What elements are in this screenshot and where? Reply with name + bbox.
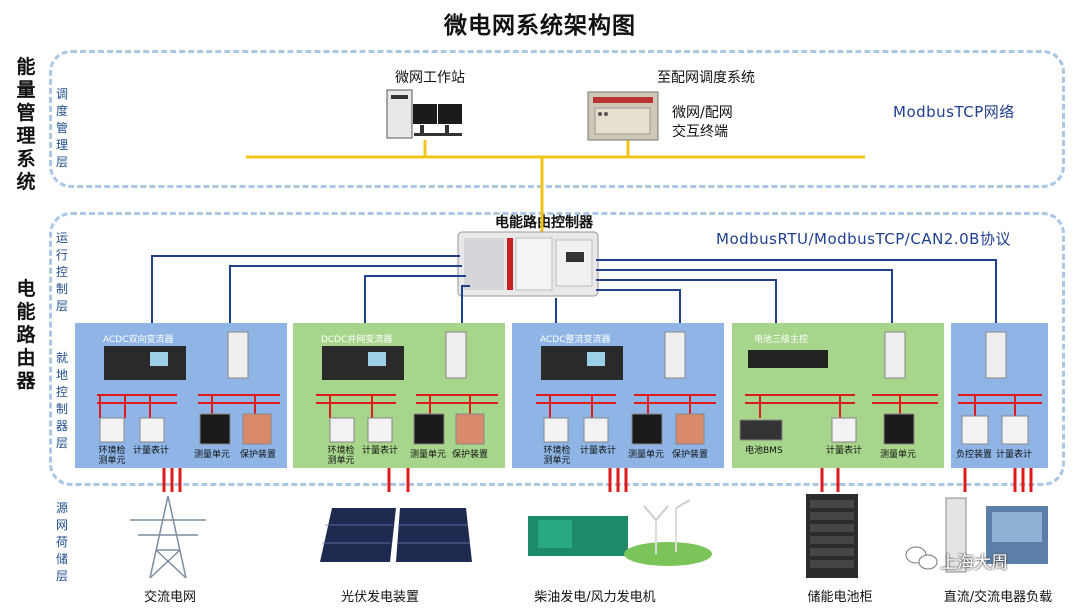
panel-1-device-measure: 测量单元 [194,450,231,460]
source-label-battery: 储能电池柜 [807,590,873,605]
red-bus-bars [97,394,1042,418]
diagram-title: 微电网系统架构图 [444,13,636,39]
wechat-icon [905,546,938,570]
controller-label: 电能路由控制器 [495,215,593,231]
workstation-icon [386,89,462,139]
feeder-lines [162,468,1033,492]
panel-2-device-measure: 测量单元 [410,450,447,460]
panel-4-title: 电池三级主控 [754,335,809,345]
panel-hardware [104,331,1007,380]
panel-3-device-protect: 保护装置 [672,450,709,460]
panel-5-device-load-control: 负控装置 [956,450,993,460]
panel-4-device-measure: 测量单元 [880,450,917,460]
energy-management-region [49,50,1065,188]
terminal-cabinet-icon [587,91,659,141]
panel-meters [99,413,1029,445]
terminal-label: 微网/配网 交互终端 [672,105,733,140]
panel-1-device-protect: 保护装置 [240,450,277,460]
panel-3-device-env: 环境检测单元 [543,446,571,466]
source-label-grid: 交流电网 [143,590,196,605]
panel-3-device-meter: 计量表计 [580,446,617,456]
run-control-layer-label: 运行控制层 [55,231,68,313]
panel-1-device-env: 环境检测单元 [98,446,126,466]
panel-3-device-measure: 测量单元 [628,450,665,460]
power-router-text: 电能路由器 [16,278,36,392]
solar-panel-icon [320,508,472,562]
workstation-label: 微网工作站 [395,70,465,86]
power-router-label: 电能路由器 [14,278,38,393]
source-label-diesel-wind: 柴油发电/风力发电机 [534,590,656,605]
dispatch-system-label: 至配网调度系统 [657,70,755,86]
modbus-tcp-network-label: ModbusTCP网络 [893,103,1015,121]
power-router-region [49,212,1065,486]
panel-1-device-meter: 计量表计 [133,446,170,456]
dispatch-layer-label: 调度管理层 [55,87,68,169]
local-control-layer-label: 就地控制器层 [55,351,68,450]
charging-load-icon [945,497,1048,573]
controller-links [151,255,997,330]
battery-cabinet-icon [806,494,858,578]
protocol-label: ModbusRTU/ModbusTCP/CAN2.0B协议 [716,230,1011,248]
panel-2-title: DCDC并网变流器 [321,335,393,345]
panel-4-device-bms: 电池BMS [745,446,783,456]
energy-mgmt-text: 能量管理系统 [16,56,36,193]
watermark-text: 上海大周 [940,553,1008,573]
panel-4-device-meter: 计量表计 [826,446,863,456]
source-label-load: 直流/交流电器负载 [943,590,1053,605]
panel-2-device-env: 环境检测单元 [327,446,355,466]
transmission-tower-icon [130,495,206,579]
panel-3-title: ACDC整流变流器 [540,335,611,345]
panel-5-device-meter: 计量表计 [996,450,1033,460]
panel-2-device-meter: 计量表计 [362,446,399,456]
source-grid-layer-label: 源网荷储层 [55,501,68,583]
panel-1-title: ACDC双向变流器 [103,335,174,345]
diesel-wind-icon [528,499,712,566]
source-label-solar: 光伏发电装置 [340,590,419,605]
controller-device-icon [457,231,599,297]
energy-management-label: 能量管理系统 [14,56,38,194]
panel-2-device-protect: 保护装置 [452,450,489,460]
